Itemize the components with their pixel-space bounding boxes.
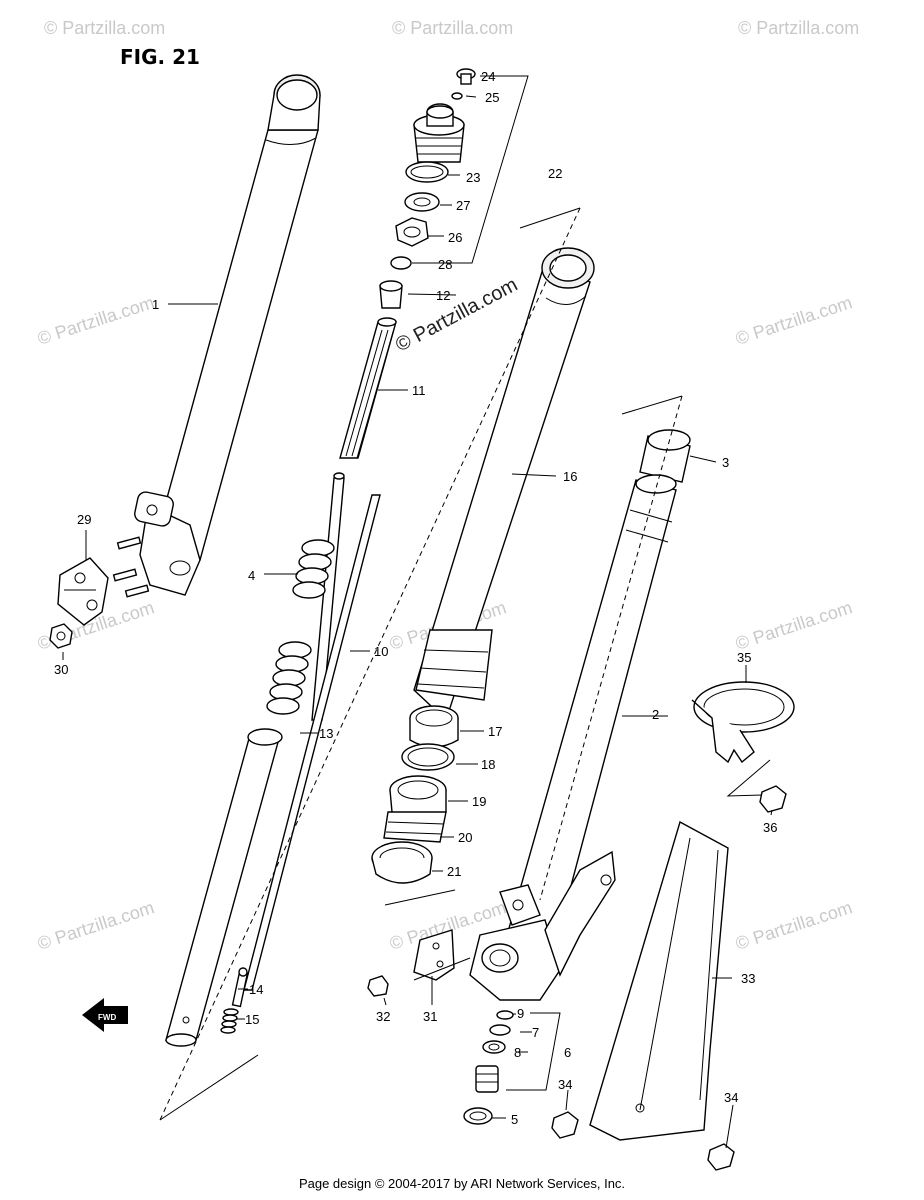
callout-36: 36 <box>763 820 777 835</box>
watermark: © Partzilla.com <box>733 897 855 954</box>
part-4-spring-stack <box>266 539 335 715</box>
part-8-washer <box>482 1040 506 1054</box>
callout-labels: 1 2 3 4 5 6 7 8 9 10 11 12 13 14 15 16 1… <box>54 69 777 1127</box>
part-32-bolt <box>367 975 389 997</box>
leader-lines <box>62 75 773 1149</box>
part-33-fork-guard <box>589 820 729 1141</box>
part-5-gasket <box>463 1107 493 1125</box>
part-34-bolt-right <box>707 1143 735 1171</box>
part-11-cartridge <box>339 317 397 459</box>
part-24-bolt <box>456 68 476 85</box>
callout-31: 31 <box>423 1009 437 1024</box>
part-30-nut <box>49 623 73 649</box>
callout-28: 28 <box>438 257 452 272</box>
callout-15: 15 <box>245 1012 259 1027</box>
callout-10: 10 <box>374 644 388 659</box>
callout-35: 35 <box>737 650 751 665</box>
part-9-washer <box>496 1010 514 1020</box>
watermark: © Partzilla.com <box>35 897 157 954</box>
part-3-bushing <box>639 429 691 483</box>
part-20-seal-spring <box>383 811 447 843</box>
callout-14: 14 <box>249 982 263 997</box>
part-12-collar <box>379 280 403 309</box>
guide-lines <box>159 207 683 1121</box>
part-34-bolt-left <box>551 1111 579 1139</box>
part-18-washer <box>401 743 455 771</box>
callout-34-left: 34 <box>558 1077 572 1092</box>
callout-30: 30 <box>54 662 68 677</box>
callout-12: 12 <box>436 288 450 303</box>
part-22-top-cap <box>413 103 465 163</box>
callout-11: 11 <box>412 383 426 398</box>
watermark: © Partzilla.com <box>44 18 165 38</box>
callout-33: 33 <box>741 971 755 986</box>
part-1-outer-tube <box>134 74 321 596</box>
part-31-clamp <box>413 929 455 981</box>
watermark: © Partzilla.com <box>35 292 157 349</box>
part-26-nut <box>395 217 429 247</box>
part-21-dust-seal <box>371 841 433 884</box>
callout-9: 9 <box>517 1006 524 1021</box>
callout-8: 8 <box>514 1045 521 1060</box>
watermark-center: © Partzilla.com <box>392 274 521 357</box>
part-13-inner-tube <box>165 728 283 1047</box>
callout-34-right: 34 <box>724 1090 738 1105</box>
callout-4: 4 <box>248 568 255 583</box>
callout-7: 7 <box>532 1025 539 1040</box>
callout-18: 18 <box>481 757 495 772</box>
page-footer: Page design © 2004-2017 by ARI Network S… <box>298 1176 626 1191</box>
fwd-arrow-icon: FWD <box>82 998 128 1032</box>
callout-24: 24 <box>481 69 495 84</box>
part-6-bolt <box>475 1065 499 1093</box>
part-28-ring <box>390 256 412 270</box>
part-10-rod <box>243 494 381 991</box>
callout-25: 25 <box>485 90 499 105</box>
part-17-bushing <box>409 705 459 748</box>
callout-20: 20 <box>458 830 472 845</box>
callout-32: 32 <box>376 1009 390 1024</box>
callout-19: 19 <box>472 794 486 809</box>
fwd-arrow-label: FWD <box>98 1013 116 1022</box>
figure-title: FIG. 21 <box>120 45 200 69</box>
callout-22: 22 <box>548 166 562 181</box>
watermark: © Partzilla.com <box>733 292 855 349</box>
part-7-washer <box>489 1024 511 1036</box>
callout-26: 26 <box>448 230 462 245</box>
callout-16: 16 <box>563 469 577 484</box>
callout-3: 3 <box>722 455 729 470</box>
part-25-washer <box>451 92 463 100</box>
callout-17: 17 <box>488 724 502 739</box>
watermark: © Partzilla.com <box>733 597 855 654</box>
callout-27: 27 <box>456 198 470 213</box>
clamp-studs <box>112 536 150 598</box>
part-29-clamp-cap <box>57 557 109 626</box>
callout-2: 2 <box>652 707 659 722</box>
part-36-bolt <box>759 785 787 813</box>
watermark: © Partzilla.com <box>392 18 513 38</box>
callout-29: 29 <box>77 512 91 527</box>
callout-6: 6 <box>564 1045 571 1060</box>
watermark: © Partzilla.com <box>738 18 859 38</box>
part-23-o-ring <box>405 161 449 183</box>
callout-21: 21 <box>447 864 461 879</box>
callout-1: 1 <box>152 297 159 312</box>
part-35-hose-clamp <box>691 681 795 764</box>
callout-5: 5 <box>511 1112 518 1127</box>
part-15-spring <box>220 1008 239 1034</box>
callout-23: 23 <box>466 170 480 185</box>
part-16-outer-tube <box>413 247 595 722</box>
callout-13: 13 <box>319 726 333 741</box>
part-27-washer <box>404 192 440 212</box>
